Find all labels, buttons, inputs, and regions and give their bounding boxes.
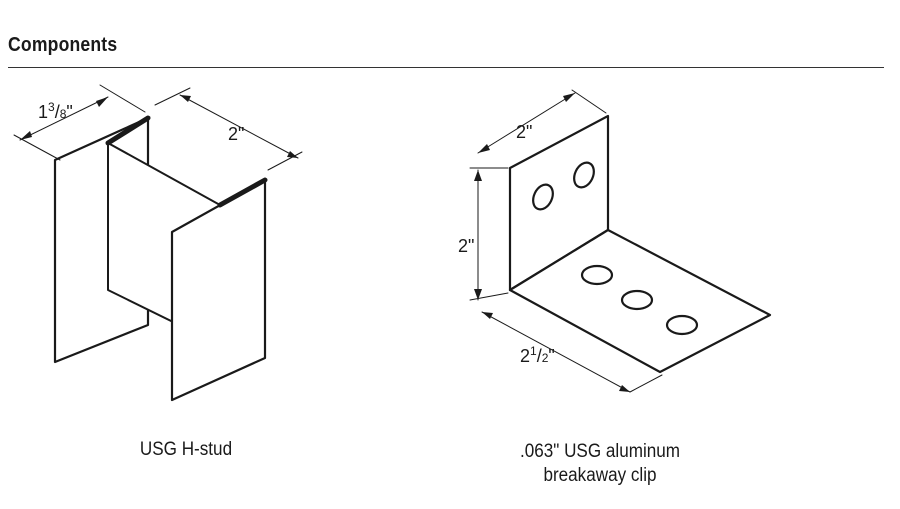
h-stud-depth-label: 13/8" [38, 100, 73, 122]
clip-caption-line-1: .063" USG aluminum [519, 441, 681, 462]
clip-height-label: 2" [458, 236, 474, 256]
section-heading: Components [8, 34, 118, 56]
clip-caption-line-2: breakaway clip [543, 465, 657, 486]
h-stud-caption: USG H-stud [139, 439, 233, 460]
clip-width-label: 2" [516, 122, 532, 142]
clip-caption: .063" USG aluminum breakaway clip [492, 440, 708, 488]
clip-length-label: 21/2" [520, 344, 555, 366]
section-divider [8, 67, 884, 68]
h-stud-width-label: 2" [228, 124, 244, 144]
